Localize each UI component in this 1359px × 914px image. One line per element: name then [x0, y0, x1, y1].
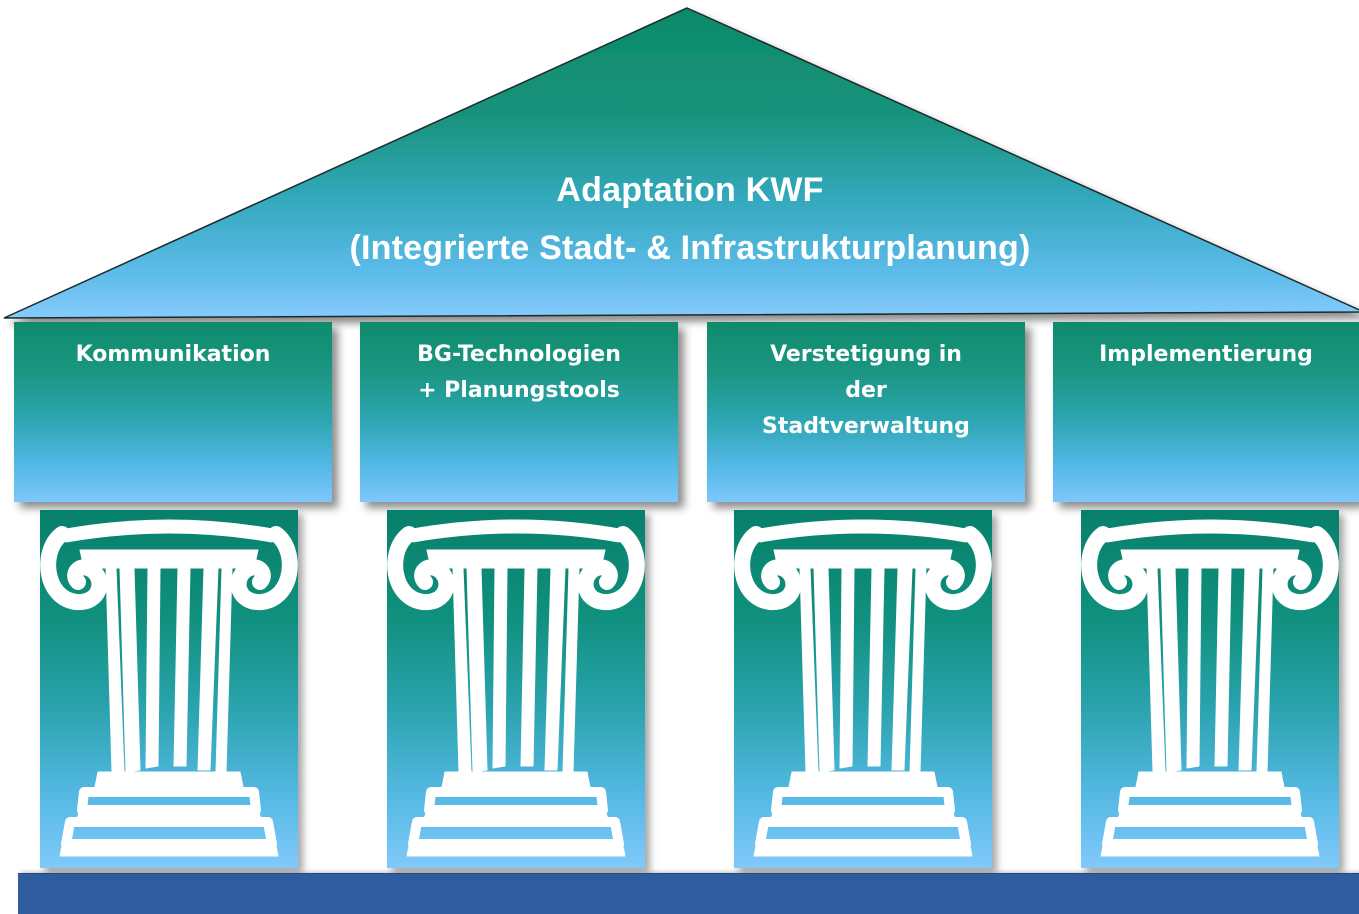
header-implementierung: Implementierung	[1053, 322, 1359, 502]
roof-pediment	[3, 7, 1359, 319]
header-label: BG-Technologien + Planungstools	[417, 342, 621, 403]
foundation-base	[18, 873, 1359, 914]
ionic-column-icon	[40, 519, 298, 857]
roof-subtitle: (Integrierte Stadt- & Infrastrukturplanu…	[349, 229, 1031, 267]
header-label: Kommunikation	[75, 342, 271, 367]
header-kommunikation: Kommunikation	[14, 322, 332, 502]
header-label: Verstetigung in der Stadtverwaltung	[762, 342, 970, 439]
ionic-column-icon	[1081, 519, 1339, 857]
header-bg-technologien: BG-Technologien + Planungstools	[360, 322, 678, 502]
ionic-column-icon	[734, 519, 992, 857]
pillar-4	[1081, 510, 1339, 868]
pillar-1	[40, 510, 298, 868]
ionic-column-icon	[387, 519, 645, 857]
roof-title: Adaptation KWF	[556, 171, 824, 209]
pillar-2	[387, 510, 645, 868]
header-verstetigung: Verstetigung in der Stadtverwaltung	[707, 322, 1025, 502]
header-label: Implementierung	[1099, 342, 1313, 367]
pillar-3	[734, 510, 992, 868]
